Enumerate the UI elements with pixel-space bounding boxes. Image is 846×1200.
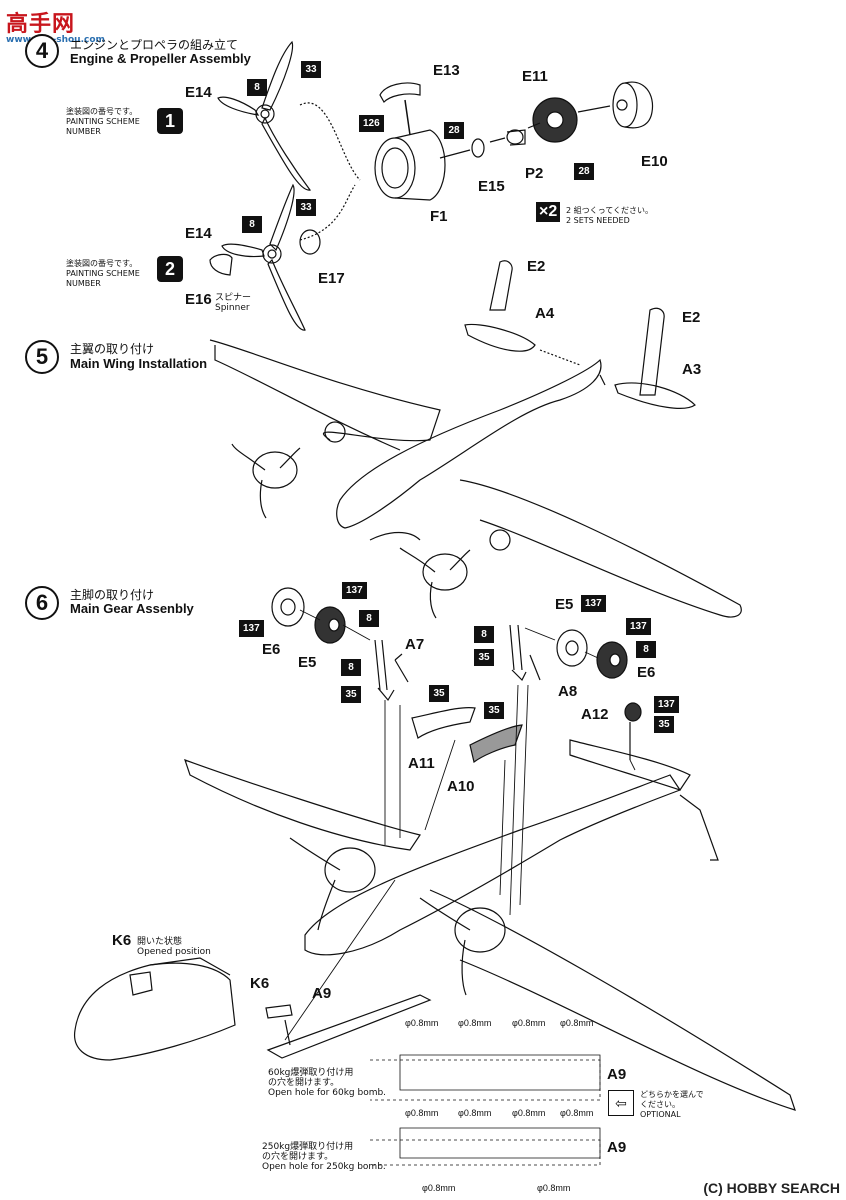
painting-scheme-2-badge: 2 <box>157 256 183 282</box>
wheels-drawing <box>271 587 642 722</box>
two-sets-badge: ×2 <box>536 202 561 222</box>
hole-size-label: φ0.8mm <box>405 1108 439 1118</box>
note-60kg-bomb: 60kg爆弾取り付け用 の穴を開けます。 Open hole for 60kg … <box>268 1068 387 1098</box>
part-label-k6-b: K6 <box>250 975 270 992</box>
part-label-a9-c: A9 <box>607 1139 627 1156</box>
step-6-title-jp: 主脚の取り付け <box>70 588 155 602</box>
color-code-chip: 126 <box>359 115 384 132</box>
color-code-chip: 8 <box>242 216 262 233</box>
part-label-a4: A4 <box>535 305 555 322</box>
color-code-chip: 33 <box>301 61 321 78</box>
k6-nose-drawing <box>74 957 236 1061</box>
part-label-e5-a: E5 <box>298 654 317 671</box>
part-label-f1: F1 <box>430 208 448 225</box>
part-label-e6-b: E6 <box>637 664 656 681</box>
color-code-chip: 137 <box>626 618 651 635</box>
part-label-a8: A8 <box>558 683 578 700</box>
painting-scheme-1-badge: 1 <box>157 108 183 134</box>
step-4-title-en: Engine & Propeller Assembly <box>70 51 251 66</box>
part-label-e16: E16 <box>185 291 212 308</box>
hole-size-label: φ0.8mm <box>458 1108 492 1118</box>
hole-size-label: φ0.8mm <box>458 1018 492 1028</box>
gear-struts-drawing <box>374 624 631 764</box>
hole-size-label: φ0.8mm <box>405 1018 439 1028</box>
color-code-chip: 8 <box>341 659 361 676</box>
hole-size-label: φ0.8mm <box>560 1018 594 1028</box>
color-code-chip: 8 <box>636 641 656 658</box>
k6-opened-note: 開いた状態 Opened position <box>137 937 211 957</box>
part-label-e5-b: E5 <box>555 596 574 613</box>
step-6-number: 6 <box>25 586 59 620</box>
color-code-chip: 8 <box>474 626 494 643</box>
part-label-e13: E13 <box>433 62 460 79</box>
color-code-chip: 8 <box>359 610 379 627</box>
painting-scheme-note-1: 塗装図の番号です。 PAINTING SCHEME NUMBER <box>66 107 140 136</box>
part-label-a11: A11 <box>408 755 435 772</box>
spinner-label: スピナー Spinner <box>215 293 252 313</box>
part-label-e15: E15 <box>478 178 505 195</box>
color-code-chip: 137 <box>581 595 606 612</box>
aircraft-step6 <box>184 739 796 1111</box>
color-code-chip: 35 <box>654 716 674 733</box>
aircraft-step5 <box>209 339 742 619</box>
part-label-k6-a: K6 <box>112 932 132 949</box>
part-label-e17: E17 <box>318 270 345 287</box>
optional-note: どちらかを選んで ください。 OPTIONAL <box>640 1090 704 1119</box>
step-4-number: 4 <box>25 34 59 68</box>
part-label-a9-a: A9 <box>312 985 332 1002</box>
color-code-chip: 33 <box>296 199 316 216</box>
color-code-chip: 35 <box>484 702 504 719</box>
propeller-1-drawing <box>217 40 312 191</box>
hole-size-label: φ0.8mm <box>422 1183 456 1193</box>
part-label-e2-b: E2 <box>682 309 701 326</box>
hole-size-label: φ0.8mm <box>537 1183 571 1193</box>
a9-hole-strips <box>370 1054 601 1166</box>
color-code-chip: 35 <box>341 686 361 703</box>
part-label-e2-a: E2 <box>527 258 546 275</box>
cowling-drawing <box>374 82 446 201</box>
step-4-title-jp: エンジンとプロペラの組み立て <box>70 38 239 52</box>
step-5-title-en: Main Wing Installation <box>70 356 208 371</box>
color-code-chip: 137 <box>654 696 679 713</box>
note-250kg-bomb: 250kg爆弾取り付け用 の穴を開けます。 Open hole for 250k… <box>262 1142 386 1172</box>
color-code-chip: 8 <box>247 79 267 96</box>
part-label-a9-b: A9 <box>607 1066 627 1083</box>
engine-parts-drawing <box>439 81 654 159</box>
color-code-chip: 28 <box>574 163 594 180</box>
part-label-e14: E14 <box>185 84 212 101</box>
part-label-a7: A7 <box>405 636 425 653</box>
color-code-chip: 35 <box>474 649 494 666</box>
color-code-chip: 137 <box>239 620 264 637</box>
source-watermark: (C) HOBBY SEARCH <box>703 1180 840 1196</box>
part-label-e6-a: E6 <box>262 641 281 658</box>
color-code-chip: 28 <box>444 122 464 139</box>
color-code-chip: 35 <box>429 685 449 702</box>
part-label-e11: E11 <box>522 68 548 85</box>
part-label-a3: A3 <box>682 361 702 378</box>
step-6-title-en: Main Gear Assenbly <box>70 601 194 616</box>
hole-size-label: φ0.8mm <box>512 1018 546 1028</box>
optional-arrow-icon: ⇦ <box>608 1090 634 1116</box>
watermark-text: 高手网 <box>6 12 76 37</box>
part-label-p2: P2 <box>525 165 544 182</box>
painting-scheme-note-2: 塗装図の番号です。 PAINTING SCHEME NUMBER <box>66 259 140 288</box>
part-label-a12: A12 <box>581 706 609 723</box>
part-label-e14-b: E14 <box>185 225 212 242</box>
propeller-2-drawing <box>209 183 321 331</box>
two-sets-note: 2 組つくってください。 2 SETS NEEDED <box>566 206 653 225</box>
step-5-number: 5 <box>25 340 59 374</box>
a9-door-drawing <box>265 994 432 1059</box>
tail-parts-step5 <box>464 260 696 409</box>
hole-size-label: φ0.8mm <box>560 1108 594 1118</box>
part-label-e10: E10 <box>641 153 668 170</box>
step-5-title-jp: 主翼の取り付け <box>70 342 155 356</box>
hole-size-label: φ0.8mm <box>512 1108 546 1118</box>
part-label-a10: A10 <box>447 778 475 795</box>
color-code-chip: 137 <box>342 582 367 599</box>
